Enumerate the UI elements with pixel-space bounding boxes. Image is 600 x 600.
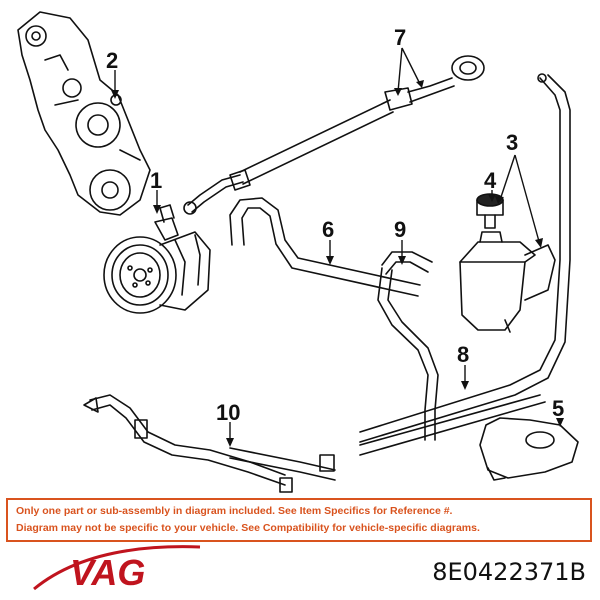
notice-line-1: Only one part or sub-assembly in diagram… — [16, 505, 453, 517]
callout-5: 5 — [552, 396, 564, 421]
cooler-lines-assembly — [83, 394, 336, 493]
callout-9: 9 — [394, 217, 406, 242]
return-hose — [229, 197, 421, 297]
vag-logo: VAG — [33, 545, 201, 593]
power-steering-pump — [103, 204, 211, 314]
part-number: 8E0422371B — [432, 558, 586, 586]
callout-8: 8 — [457, 342, 469, 367]
callout-3: 3 — [506, 130, 518, 155]
brand-name: VAG — [70, 552, 145, 593]
callout-6: 6 — [322, 217, 334, 242]
callout-7: 7 — [394, 25, 406, 50]
callout-1: 1 — [150, 168, 162, 193]
cooler-line — [359, 73, 571, 456]
notice-line-2: Diagram may not be specific to your vehi… — [16, 522, 480, 534]
pressure-hose — [183, 55, 485, 215]
callout-2: 2 — [106, 48, 118, 73]
reservoir-hose — [377, 251, 439, 441]
heat-shield — [479, 417, 579, 481]
mounting-bracket — [17, 11, 151, 216]
fluid-reservoir — [459, 231, 556, 333]
parts-diagram: 1 2 3 4 5 6 7 8 9 10 — [17, 11, 579, 493]
callout-4: 4 — [484, 168, 497, 193]
disclaimer-notice: Only one part or sub-assembly in diagram… — [6, 498, 592, 542]
callout-10: 10 — [216, 400, 240, 425]
